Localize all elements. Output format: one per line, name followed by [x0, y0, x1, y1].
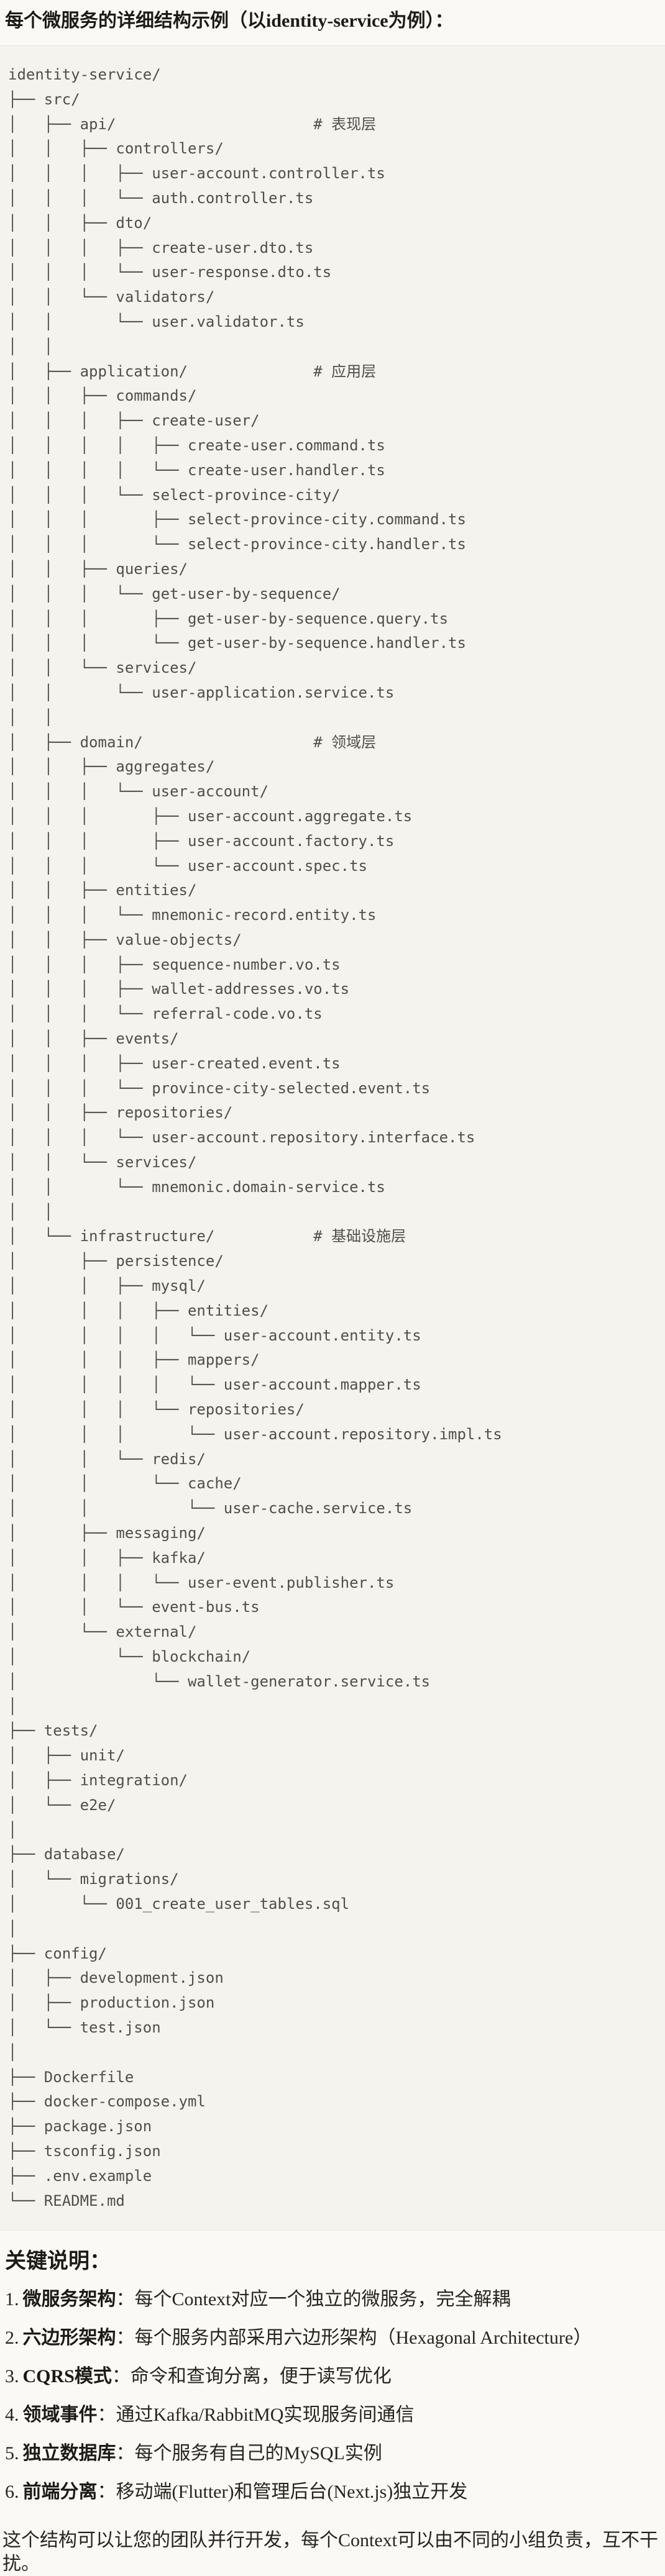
note-item: 6.前端分离：移动端(Flutter)和管理后台(Next.js)独立开发 [5, 2480, 660, 2504]
note-item-number: 2. [5, 2328, 19, 2349]
note-item-number: 5. [5, 2443, 19, 2464]
note-item-label: CQRS模式 [22, 2366, 112, 2387]
notes-heading: 关键说明： [5, 2250, 111, 2273]
note-item-label: 独立数据库 [22, 2443, 116, 2464]
note-item-text: ：每个Context对应一个独立的微服务，完全解耦 [116, 2289, 511, 2310]
note-item-label: 六边形架构 [22, 2328, 116, 2349]
note-item-text: ：命令和查询分离，便于读写优化 [111, 2366, 392, 2387]
note-item-number: 1. [5, 2289, 19, 2310]
code-block: identity-service/ ├── src/ │ ├── api/ # … [0, 45, 665, 2231]
footer-note: 这个结构可以让您的团队并行开发，每个Context可以由不同的小组负责，互不干扰… [2, 2530, 658, 2575]
note-item-text: ：每个服务内部采用六边形架构（Hexagonal Architecture） [116, 2328, 592, 2349]
note-item: 3.CQRS模式：命令和查询分离，便于读写优化 [5, 2365, 660, 2388]
note-item-label: 微服务架构 [22, 2289, 116, 2310]
note-item-number: 6. [5, 2482, 19, 2503]
note-item: 2.六边形架构：每个服务内部采用六边形架构（Hexagonal Architec… [5, 2326, 660, 2350]
note-item: 4.领域事件：通过Kafka/RabbitMQ实现服务间通信 [5, 2403, 660, 2427]
note-item: 1.微服务架构：每个Context对应一个独立的微服务，完全解耦 [5, 2288, 660, 2311]
note-item-text: ：移动端(Flutter)和管理后台(Next.js)独立开发 [97, 2482, 468, 2503]
note-item-number: 3. [5, 2366, 19, 2387]
file-tree: identity-service/ ├── src/ │ ├── api/ # … [8, 66, 502, 2210]
page-title: 每个微服务的详细结构示例（以identity-service为例）： [5, 11, 454, 31]
note-item-label: 前端分离 [22, 2482, 98, 2503]
note-item-number: 4. [5, 2405, 19, 2426]
note-item: 5.独立数据库：每个服务有自己的MySQL实例 [5, 2442, 660, 2465]
note-item-text: ：通过Kafka/RabbitMQ实现服务间通信 [97, 2405, 415, 2426]
note-item-text: ：每个服务有自己的MySQL实例 [116, 2443, 382, 2464]
note-item-label: 领域事件 [22, 2405, 98, 2426]
